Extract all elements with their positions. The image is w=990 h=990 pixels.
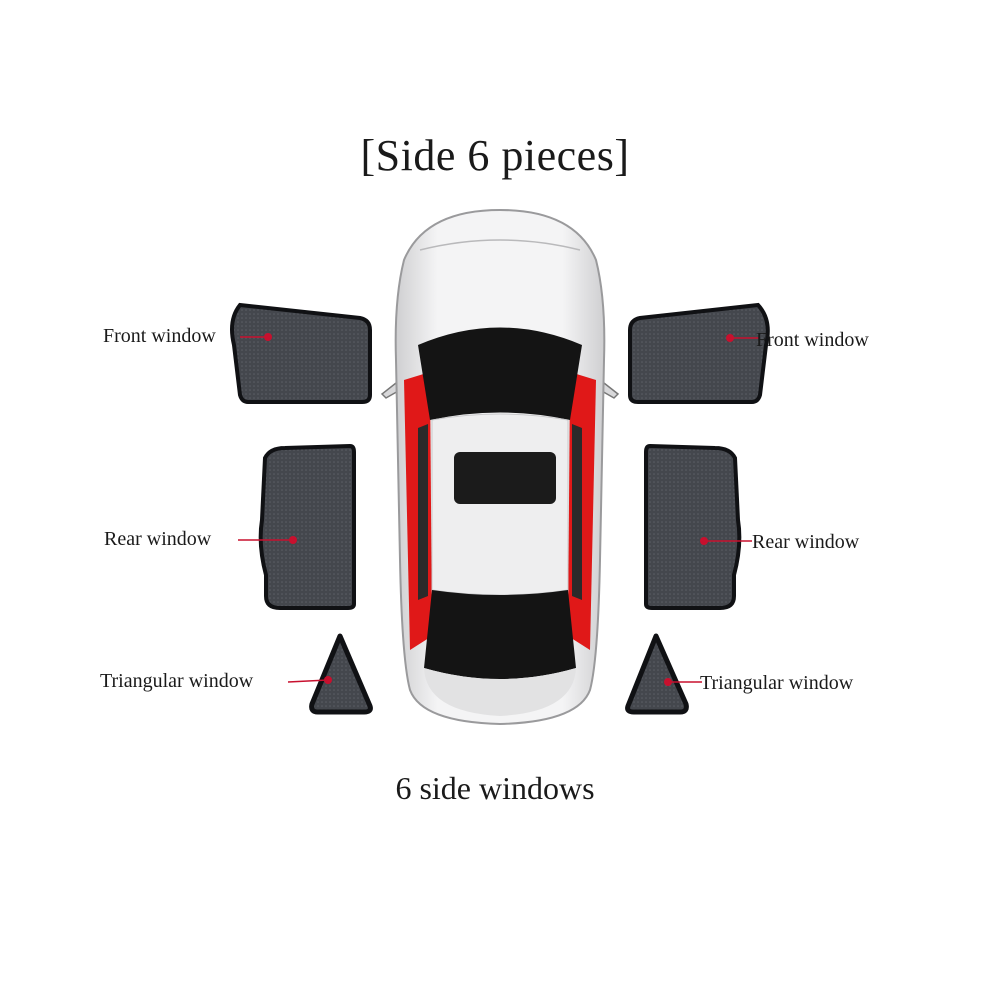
sedan-top-view-icon [380,208,620,726]
left-triangular-window-shade [309,633,373,715]
label-right-triangular-window: Triangular window [700,672,854,694]
page-title: [Side 6 pieces] [360,131,630,180]
right-front-leader [726,334,760,342]
right-triangular-window-shade [625,633,689,715]
left-triangular-leader [287,676,332,684]
left-rear-leader [238,536,297,544]
label-left-front-window: Front window [103,325,216,347]
left-rear-window-shade [258,443,356,610]
left-front-leader [240,333,272,341]
label-left-rear-window: Rear window [104,528,212,550]
label-left-triangular-window: Triangular window [100,670,254,692]
label-right-rear-window: Rear window [752,531,860,553]
label-right-front-window: Front window [756,329,869,351]
right-rear-window-shade [644,443,742,610]
right-triangular-leader [664,678,702,686]
right-front-window-shade [628,302,770,404]
page-subtitle: 6 side windows [395,770,595,806]
left-front-window-shade [230,302,372,404]
right-rear-leader [700,537,752,545]
